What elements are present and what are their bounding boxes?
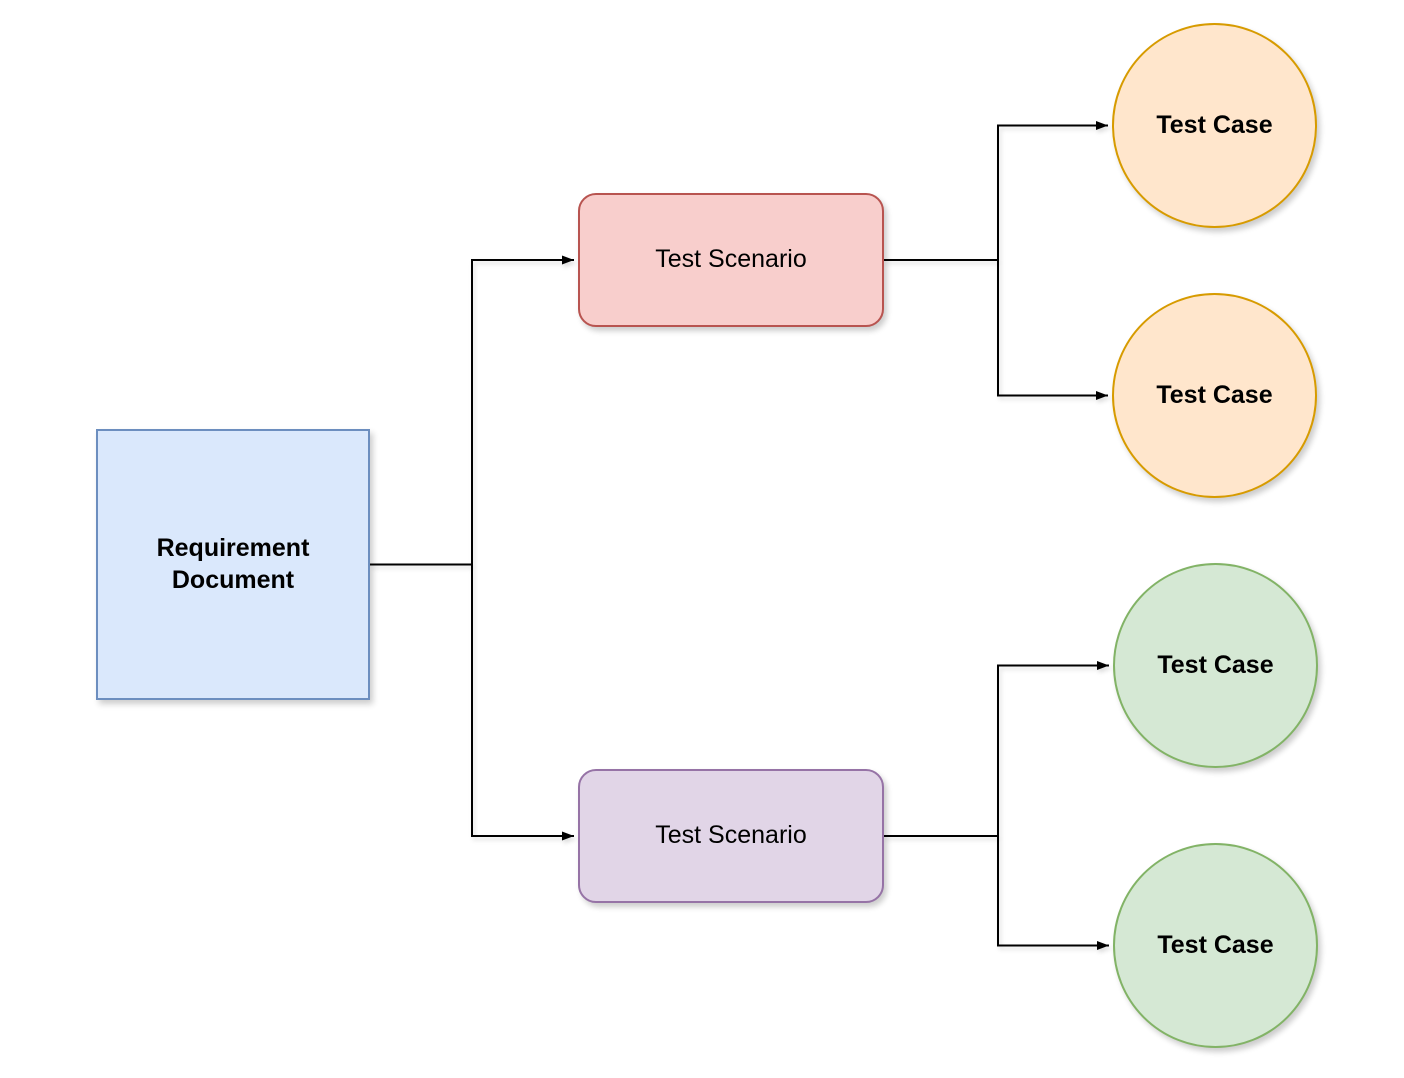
- edge-scenario-bottom-to-case-4: [884, 835, 1109, 950]
- node-test-case-bottom-2-label: Test Case: [1157, 930, 1274, 959]
- node-test-case-bottom-2: Test Case: [1113, 843, 1318, 1048]
- node-test-scenario-bottom-label: Test Scenario: [655, 821, 807, 850]
- node-test-case-top-1-label: Test Case: [1156, 110, 1273, 139]
- node-test-case-top-2-label: Test Case: [1156, 380, 1273, 409]
- edge-scenario-top-to-case-1: [884, 121, 1108, 261]
- node-test-scenario-bottom: Test Scenario: [578, 769, 884, 903]
- node-test-case-top-2: Test Case: [1112, 293, 1317, 498]
- edge-scenario-top-to-case-2: [884, 259, 1108, 400]
- node-test-scenario-top-label: Test Scenario: [655, 245, 807, 274]
- node-test-case-bottom-1-label: Test Case: [1157, 650, 1274, 679]
- edge-scenario-bottom-to-case-3: [884, 661, 1109, 837]
- node-requirement-document: Requirement Document: [96, 429, 370, 700]
- node-test-case-bottom-1: Test Case: [1113, 563, 1318, 768]
- node-requirement-document-label: Requirement Document: [156, 534, 310, 594]
- node-test-scenario-top: Test Scenario: [578, 193, 884, 327]
- edge-requirement-to-scenario-bottom: [370, 563, 574, 841]
- edge-requirement-to-scenario-top: [370, 255, 574, 566]
- node-test-case-top-1: Test Case: [1112, 23, 1317, 228]
